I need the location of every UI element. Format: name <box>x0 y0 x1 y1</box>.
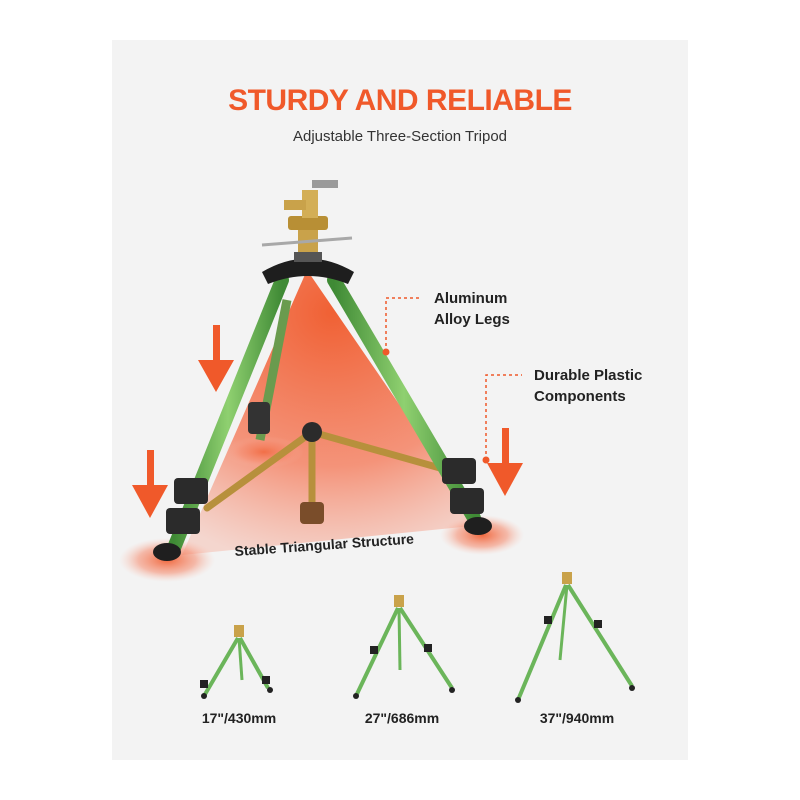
callout-leaders <box>385 297 522 460</box>
down-arrow-icon <box>132 450 168 518</box>
size-label-27: 27"/686mm <box>364 710 440 726</box>
small-tripod-17 <box>200 625 273 699</box>
small-tripod-37 <box>515 572 635 703</box>
ripple-ring-icon <box>224 436 304 468</box>
leader-dot <box>382 348 390 356</box>
left-leg-clamp-lower <box>166 508 200 534</box>
right-leg-clamp-lower <box>450 488 484 514</box>
down-arrow-icon <box>198 325 234 392</box>
leader-dot <box>482 456 490 464</box>
callout-legs-line1: Aluminum <box>434 290 508 307</box>
left-foot <box>153 543 181 561</box>
callout-aluminum-legs: Aluminum Alloy Legs <box>434 288 510 330</box>
page-subtitle: Adjustable Three-Section Tripod <box>292 128 507 145</box>
bracing-hub <box>302 422 322 442</box>
right-leg-clamp-upper <box>442 458 476 484</box>
callout-plastic-line1: Durable Plastic <box>534 367 643 384</box>
tripod-bracing <box>203 428 451 512</box>
product-panel: STURDY AND RELIABLE Adjustable Three-Sec… <box>112 40 688 760</box>
ripple-ring-icon <box>440 515 524 555</box>
callout-legs-line2: Alloy Legs <box>434 311 510 328</box>
tripod-illustration <box>119 180 635 703</box>
tripod-hub <box>262 258 354 284</box>
center-foot <box>300 502 324 524</box>
callout-plastic-line2: Components <box>534 388 626 405</box>
left-leg-clamp-upper <box>174 478 208 504</box>
glow-triangle <box>182 270 482 555</box>
down-arrow-icon <box>487 428 523 496</box>
page-title: STURDY AND RELIABLE <box>228 84 572 117</box>
callout-plastic-components: Durable Plastic Components <box>534 365 642 407</box>
size-label-17: 17"/430mm <box>201 710 277 726</box>
small-tripod-27 <box>353 595 455 699</box>
size-label-37: 37"/940mm <box>539 710 615 726</box>
sprinkler-head-icon <box>261 180 353 262</box>
right-foot <box>464 517 492 535</box>
rear-leg-clamp <box>248 402 270 434</box>
